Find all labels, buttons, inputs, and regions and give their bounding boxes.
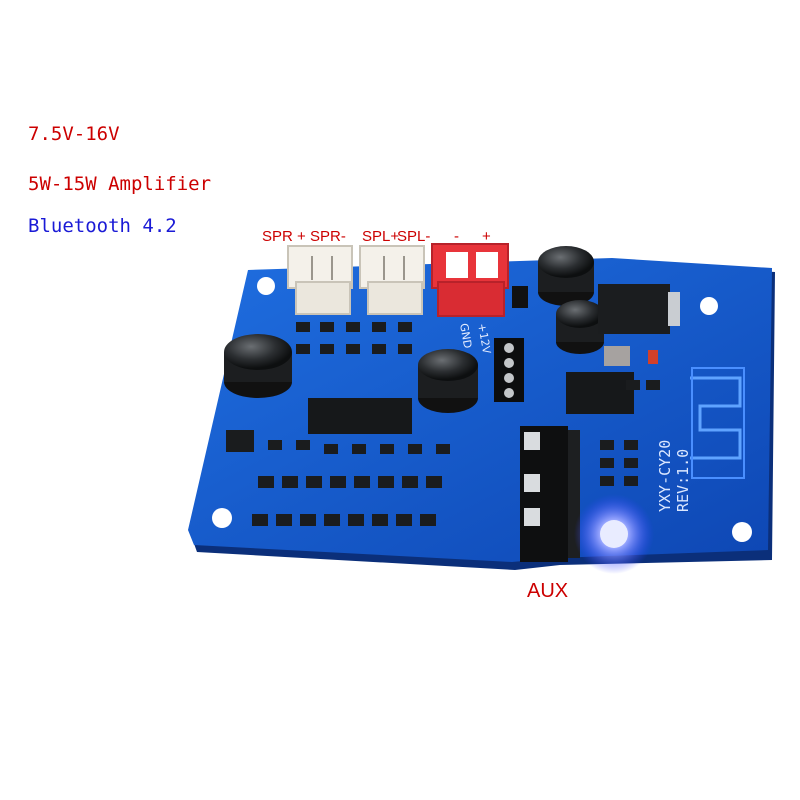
capacitor [556,300,604,354]
mounting-hole [257,277,275,295]
speaker-connector-left [359,245,425,315]
silkscreen-12v: +12V [475,322,493,355]
pin-label-spl-plus: SPL+ [362,228,400,245]
silkscreen-rev: REV:1.0 [674,449,692,512]
status-led [600,520,628,548]
power-connector [431,243,509,317]
speaker-connector-right [287,245,353,315]
chip [226,430,254,452]
voltage-regulator [598,284,670,334]
pin-label-minus: - [454,228,459,245]
pin-label-spl-minus: SPL- [397,228,431,245]
amplifier-chip [308,398,412,434]
aux-jack [520,426,580,562]
chip [604,346,630,366]
aux-label: AUX [527,580,569,602]
pin-label-spr-plus: SPR + [262,228,306,245]
antenna-trace [690,376,742,460]
silkscreen-model: YXY-CY20 [656,440,674,512]
mounting-hole [732,522,752,542]
capacitor [538,246,594,306]
mounting-hole [212,508,232,528]
pin-label-plus: + [482,228,491,245]
smd-components [252,322,660,526]
capacitor [418,349,478,413]
mounting-hole [700,297,718,315]
bluetooth-chip [566,372,634,414]
capacitor [224,334,292,398]
spec-voltage: 7.5V-16V [28,123,120,145]
spec-power: 5W-15W Amplifier [28,173,212,195]
pin-label-spr-minus: SPR- [310,228,346,245]
spec-bluetooth: Bluetooth 4.2 [28,215,177,237]
silkscreen-gnd: GND [457,322,474,349]
